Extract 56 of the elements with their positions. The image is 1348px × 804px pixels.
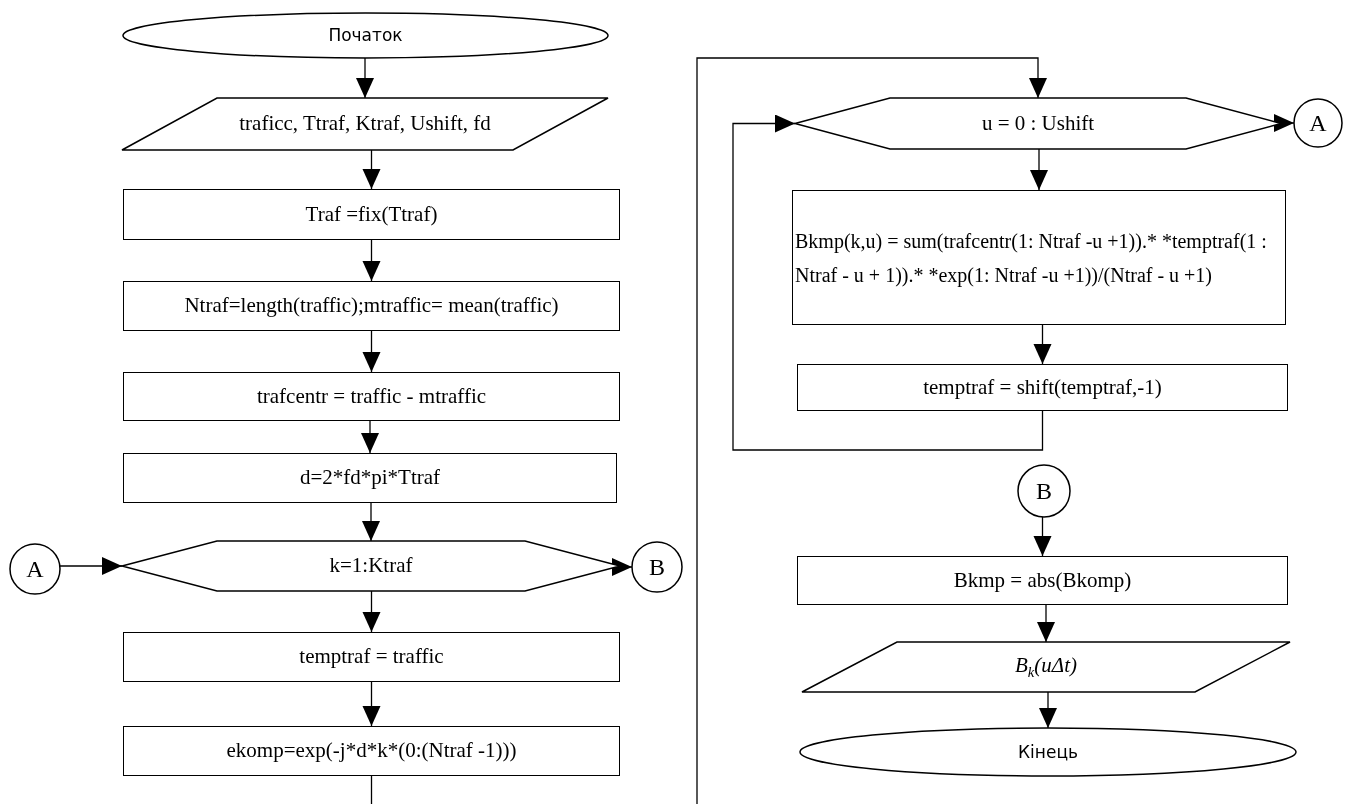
- node-text: d=2*fd*pi*Ttraf: [299, 465, 441, 491]
- connector-circle: [1294, 99, 1342, 147]
- node-text: A: [1309, 108, 1327, 138]
- process-box: [123, 189, 620, 240]
- process-box: [797, 556, 1288, 605]
- loop-hexagon: [795, 98, 1281, 149]
- process-box: [123, 281, 620, 331]
- arrow: [362, 239, 381, 282]
- arrow: [356, 57, 374, 99]
- node-text: Початок: [328, 25, 403, 46]
- process-box: [123, 632, 620, 682]
- node-text: B$_{k}$(uΔt): [1015, 652, 1077, 682]
- arrow: [1039, 691, 1057, 729]
- input-output-parallelogram: [122, 98, 608, 150]
- arrow: [59, 557, 123, 575]
- terminal-ellipse: [800, 728, 1296, 776]
- arrow: [612, 558, 633, 576]
- node-text: B: [1036, 476, 1052, 506]
- node-text: temptraf = shift(temptraf,-1): [923, 374, 1162, 401]
- node-text: Кінець: [1018, 741, 1078, 763]
- process-box: [123, 372, 620, 421]
- connector-circle: [10, 544, 60, 594]
- node-text: Ntraf=length(traffic);mtraffic= mean(traffic): [184, 293, 559, 319]
- connector-circle: [632, 542, 682, 592]
- node-text: traficc, Ttraf, Ktraf, Ushift, fd: [239, 111, 491, 137]
- input-output-parallelogram: [802, 642, 1290, 692]
- node-text: u = 0 : Ushift: [981, 110, 1095, 137]
- arrow: [696, 57, 1047, 804]
- terminal-ellipse: [123, 13, 608, 58]
- arrow: [1037, 604, 1055, 643]
- node-text: B: [649, 552, 665, 582]
- process-box: [792, 190, 1286, 325]
- arrow: [1033, 516, 1052, 557]
- process-box: [123, 726, 620, 776]
- arrow: [732, 114, 1044, 451]
- node-text: k=1:Ktraf: [329, 553, 413, 579]
- arrow: [362, 681, 381, 727]
- node-text: Bkmp = abs(Bkomp): [953, 567, 1132, 594]
- arrow: [1274, 114, 1295, 132]
- arrow: [362, 502, 380, 542]
- node-text: temptraf = traffic: [299, 644, 444, 670]
- arrow: [362, 330, 381, 373]
- arrow: [1033, 324, 1052, 365]
- arrow: [1030, 148, 1048, 191]
- connector-circle: [1018, 465, 1070, 517]
- arrow: [361, 420, 379, 454]
- node-text: trafcentr = traffic - mtraffic: [256, 383, 487, 410]
- process-box: [123, 453, 617, 503]
- node-text: ekomp=exp(-j*d*k*(0:(Ntraf -1))): [226, 738, 517, 764]
- arrow: [362, 590, 381, 633]
- loop-hexagon: [122, 541, 620, 591]
- arrow: [362, 149, 381, 190]
- node-text: Bkmp(k,u) = sum(trafcentr(1: Ntraf -u +1)).* *temptraf(1 : Ntraf - u + 1)).* *exp(1: Ntraf -u +1))/(Ntraf - u +1): [795, 228, 1268, 289]
- node-text: A: [26, 554, 44, 584]
- process-box: [797, 364, 1288, 411]
- node-text: Traf =fix(Ttraf): [305, 201, 438, 228]
